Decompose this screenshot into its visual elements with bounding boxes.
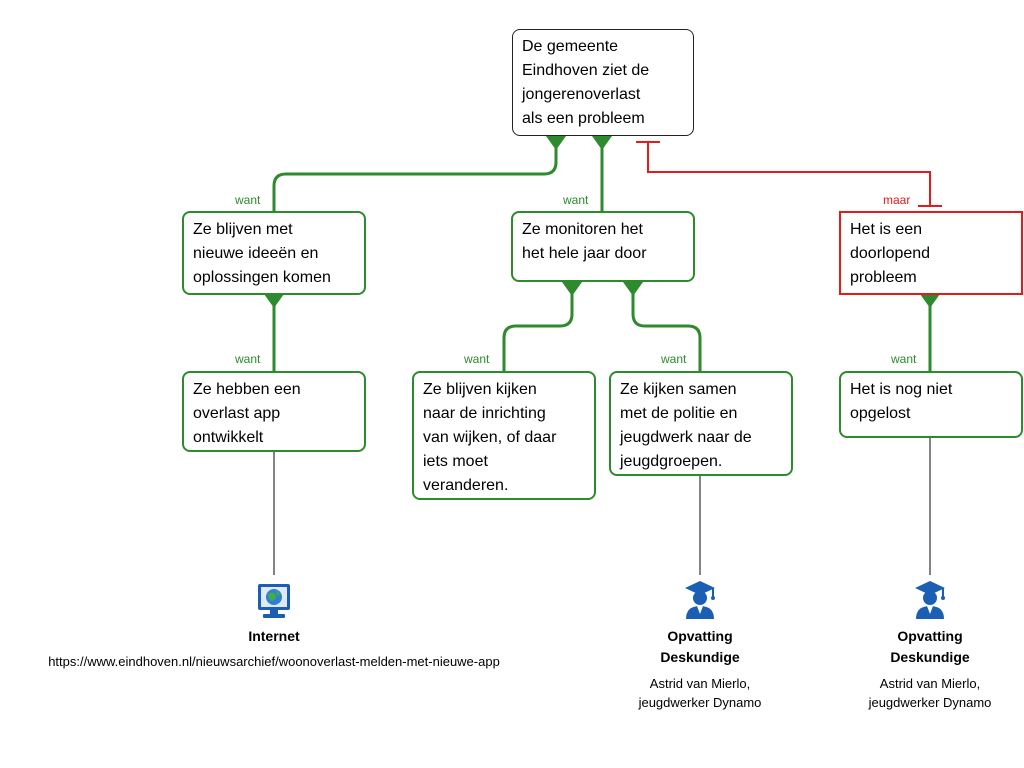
source-text-expert-1: Astrid van Mierlo, jeugdwerker Dynamo bbox=[638, 676, 762, 710]
reason-box-ideas: Ze blijven met nieuwe ideeën en oplossin… bbox=[182, 211, 366, 295]
reason-box-opgelost: Het is nog niet opgelost bbox=[839, 371, 1023, 438]
claim-box: De gemeente Eindhoven ziet de jongerenov… bbox=[512, 29, 694, 136]
connector-monitor-wijken bbox=[502, 282, 574, 372]
reason-box-app: Ze hebben een overlast app ontwikkelt bbox=[182, 371, 366, 452]
reason-box-politie: Ze kijken samen met de politie en jeugdw… bbox=[609, 371, 793, 476]
label-want: want bbox=[661, 352, 687, 366]
connector-claim-ideas bbox=[272, 136, 558, 212]
source-text-expert-2: Astrid van Mierlo, jeugdwerker Dynamo bbox=[868, 676, 992, 710]
label-want: want bbox=[563, 193, 589, 207]
computer-globe-icon bbox=[255, 582, 293, 625]
label-want: want bbox=[891, 352, 917, 366]
source-url-internet: https://www.eindhoven.nl/nieuwsarchief/w… bbox=[48, 654, 500, 669]
graduate-person-icon bbox=[681, 578, 719, 625]
connector-objection-claim bbox=[647, 142, 931, 206]
connector-monitor-politie bbox=[631, 282, 702, 372]
label-maar: maar bbox=[883, 193, 911, 207]
source-title-internet: Internet bbox=[248, 628, 300, 644]
objection-box: Het is een doorlopend probleem bbox=[839, 211, 1023, 295]
label-want: want bbox=[235, 193, 261, 207]
reason-box-monitor: Ze monitoren het het hele jaar door bbox=[511, 211, 695, 282]
graduate-person-icon bbox=[911, 578, 949, 625]
label-want: want bbox=[464, 352, 490, 366]
source-title-expert-2: Opvatting Deskundige bbox=[890, 628, 970, 665]
reason-box-wijken: Ze blijven kijken naar de inrichting van… bbox=[412, 371, 596, 500]
source-title-expert-1: Opvatting Deskundige bbox=[660, 628, 740, 665]
label-want: want bbox=[235, 352, 261, 366]
